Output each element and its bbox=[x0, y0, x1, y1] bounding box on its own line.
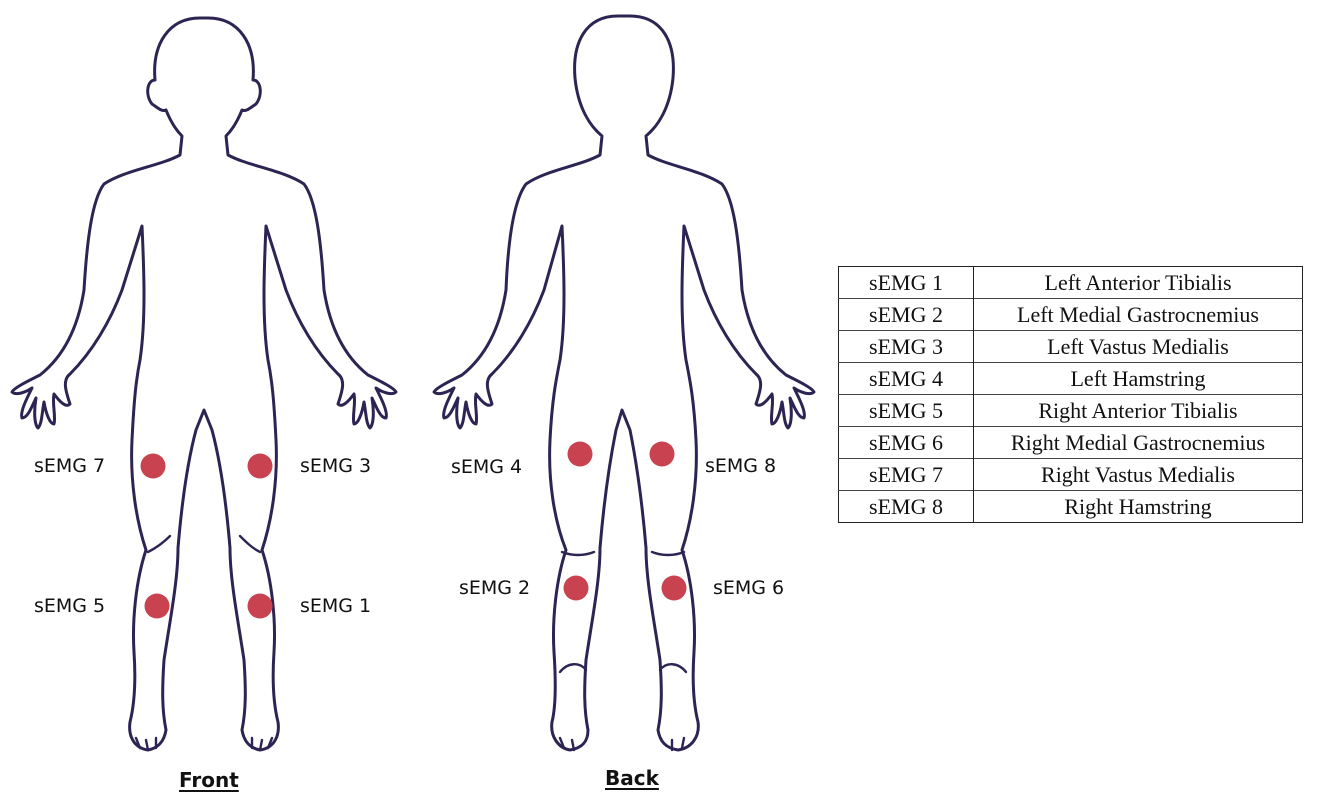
legend-sensor-cell: sEMG 6 bbox=[839, 427, 974, 459]
legend-row: sEMG 1 Left Anterior Tibialis bbox=[839, 267, 1303, 299]
legend-row: sEMG 3 Left Vastus Medialis bbox=[839, 331, 1303, 363]
back-caption: Back bbox=[605, 766, 659, 790]
legend-sensor-cell: sEMG 4 bbox=[839, 363, 974, 395]
sensor-label-semg7: sEMG 7 bbox=[34, 455, 105, 477]
legend-sensor-cell: sEMG 8 bbox=[839, 491, 974, 523]
back-body-outline bbox=[434, 16, 814, 750]
legend-row: sEMG 4 Left Hamstring bbox=[839, 363, 1303, 395]
sensor-label-semg1: sEMG 1 bbox=[300, 595, 371, 617]
legend-muscle-cell: Right Hamstring bbox=[974, 491, 1303, 523]
sensor-label-semg5: sEMG 5 bbox=[34, 595, 105, 617]
sensor-dot-semg4 bbox=[568, 442, 593, 467]
sensor-dot-semg2 bbox=[564, 576, 589, 601]
back-left-knee-crease bbox=[562, 552, 594, 555]
sensor-label-semg8: sEMG 8 bbox=[705, 455, 776, 477]
legend-muscle-cell: Right Anterior Tibialis bbox=[974, 395, 1303, 427]
sensor-dot-semg1 bbox=[248, 594, 273, 619]
legend-muscle-cell: Left Vastus Medialis bbox=[974, 331, 1303, 363]
legend-muscle-cell: Left Hamstring bbox=[974, 363, 1303, 395]
back-left-heel bbox=[560, 664, 586, 672]
sensor-label-semg2: sEMG 2 bbox=[459, 577, 530, 599]
sensor-dot-semg3 bbox=[248, 454, 273, 479]
legend-row: sEMG 8 Right Hamstring bbox=[839, 491, 1303, 523]
legend-sensor-cell: sEMG 3 bbox=[839, 331, 974, 363]
front-body-outline bbox=[12, 18, 396, 750]
legend-row: sEMG 2 Left Medial Gastrocnemius bbox=[839, 299, 1303, 331]
sensor-dot-semg6 bbox=[662, 576, 687, 601]
sensor-dot-semg5 bbox=[145, 594, 170, 619]
front-right-knee-crease bbox=[240, 536, 260, 552]
legend-row: sEMG 6 Right Medial Gastrocnemius bbox=[839, 427, 1303, 459]
back-right-heel bbox=[660, 664, 686, 672]
legend-muscle-cell: Right Vastus Medialis bbox=[974, 459, 1303, 491]
sensor-label-semg4: sEMG 4 bbox=[451, 456, 522, 478]
legend-row: sEMG 5 Right Anterior Tibialis bbox=[839, 395, 1303, 427]
legend-muscle-cell: Right Medial Gastrocnemius bbox=[974, 427, 1303, 459]
back-right-knee-crease bbox=[652, 552, 684, 555]
legend-sensor-cell: sEMG 1 bbox=[839, 267, 974, 299]
sensor-label-semg6: sEMG 6 bbox=[713, 577, 784, 599]
front-body-figure bbox=[12, 18, 396, 750]
sensor-label-semg3: sEMG 3 bbox=[300, 455, 371, 477]
legend-muscle-cell: Left Medial Gastrocnemius bbox=[974, 299, 1303, 331]
front-left-knee-crease bbox=[148, 536, 170, 552]
legend-sensor-cell: sEMG 5 bbox=[839, 395, 974, 427]
front-caption: Front bbox=[179, 768, 239, 792]
sensor-muscle-legend: sEMG 1 Left Anterior Tibialis sEMG 2 Lef… bbox=[838, 266, 1303, 523]
back-body-figure bbox=[434, 16, 814, 750]
legend-sensor-cell: sEMG 7 bbox=[839, 459, 974, 491]
sensor-markers bbox=[141, 442, 687, 619]
sensor-dot-semg8 bbox=[650, 442, 675, 467]
legend-sensor-cell: sEMG 2 bbox=[839, 299, 974, 331]
legend-muscle-cell: Left Anterior Tibialis bbox=[974, 267, 1303, 299]
body-diagrams bbox=[0, 0, 820, 794]
legend-row: sEMG 7 Right Vastus Medialis bbox=[839, 459, 1303, 491]
sensor-dot-semg7 bbox=[141, 454, 166, 479]
